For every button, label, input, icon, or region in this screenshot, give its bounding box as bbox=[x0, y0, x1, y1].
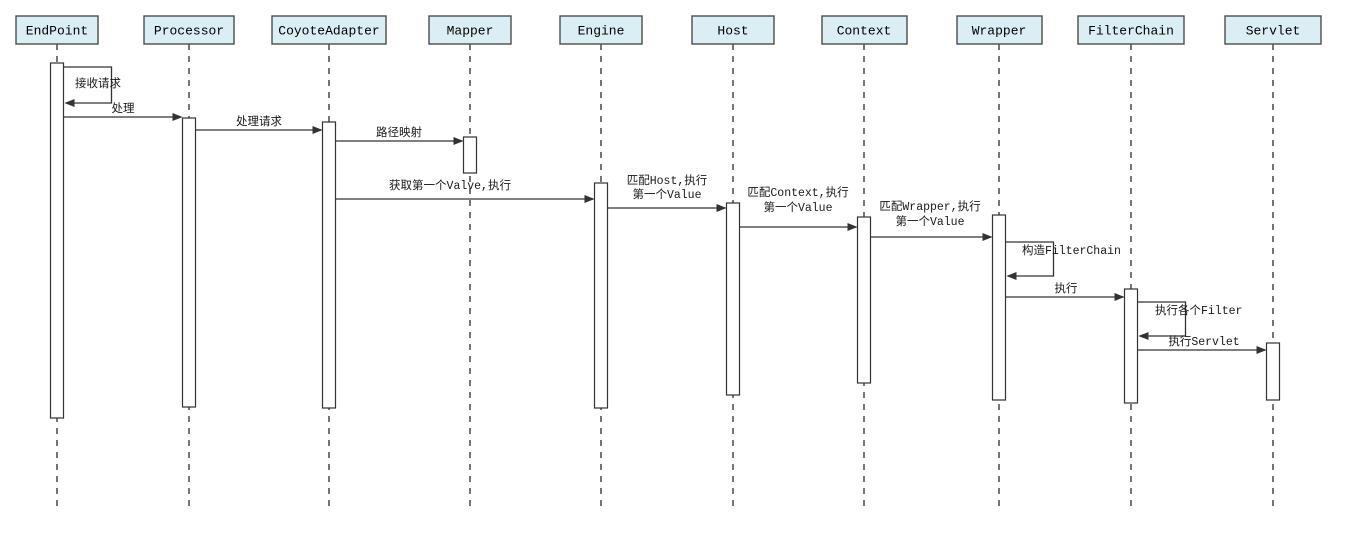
activation-bar-host bbox=[725, 202, 741, 396]
message-label-m4: 路径映射 bbox=[376, 125, 422, 140]
self-message-line-m9 bbox=[1005, 241, 1055, 280]
message-m9: 构造FilterChain bbox=[1005, 241, 1121, 280]
participant-mapper[interactable]: Mapper bbox=[428, 15, 512, 45]
self-message-line-m11 bbox=[1137, 301, 1187, 340]
message-label-m7-line1: 匹配Context,执行 bbox=[747, 185, 848, 200]
participant-filterchain[interactable]: FilterChain bbox=[1077, 15, 1185, 45]
participant-box-mapper bbox=[428, 15, 512, 45]
participant-label-engine: Engine bbox=[578, 23, 625, 38]
message-m11: 执行各个Filter bbox=[1137, 301, 1242, 340]
message-m2: 处理 bbox=[63, 102, 183, 121]
participant-coyoteadapter[interactable]: CoyoteAdapter bbox=[271, 15, 387, 45]
participant-box-endpoint bbox=[15, 15, 99, 45]
activation-bar-wrapper bbox=[991, 214, 1007, 401]
activation-bar-engine bbox=[593, 182, 609, 409]
participant-box-coyoteadapter bbox=[271, 15, 387, 45]
participant-label-wrapper: Wrapper bbox=[972, 23, 1027, 38]
message-label-m6-line1: 匹配Host,执行 bbox=[627, 173, 708, 188]
message-m12: 执行Servlet bbox=[1137, 334, 1267, 354]
activation-bar-coyoteadapter bbox=[321, 121, 337, 409]
participant-box-servlet bbox=[1224, 15, 1322, 45]
participant-box-filterchain bbox=[1077, 15, 1185, 45]
participant-box-host bbox=[691, 15, 775, 45]
participant-wrapper[interactable]: Wrapper bbox=[956, 15, 1043, 45]
participant-context[interactable]: Context bbox=[821, 15, 908, 45]
participant-label-mapper: Mapper bbox=[447, 23, 494, 38]
participant-servlet[interactable]: Servlet bbox=[1224, 15, 1322, 45]
self-message-line-m1 bbox=[63, 66, 113, 107]
participant-processor[interactable]: Processor bbox=[143, 15, 235, 45]
message-label-m2: 处理 bbox=[112, 102, 135, 116]
participant-host[interactable]: Host bbox=[691, 15, 775, 45]
message-label-m11: 执行各个Filter bbox=[1155, 303, 1242, 318]
participant-label-endpoint: EndPoint bbox=[26, 23, 88, 38]
message-label-m7-line2: 第一个Value bbox=[763, 200, 832, 215]
participant-endpoint[interactable]: EndPoint bbox=[15, 15, 99, 45]
participant-label-context: Context bbox=[837, 23, 892, 38]
activation-bar-servlet bbox=[1265, 342, 1281, 401]
message-label-m12: 执行Servlet bbox=[1168, 334, 1239, 349]
message-label-m9: 构造FilterChain bbox=[1022, 243, 1121, 258]
participant-box-processor bbox=[143, 15, 235, 45]
participant-label-filterchain: FilterChain bbox=[1088, 23, 1174, 38]
participant-box-wrapper bbox=[956, 15, 1043, 45]
message-label-m1: 接收请求 bbox=[75, 76, 121, 91]
activation-bar-mapper bbox=[462, 136, 478, 174]
activation-bar-processor bbox=[181, 117, 197, 408]
message-label-m5: 获取第一个Valve,执行 bbox=[389, 178, 511, 193]
message-label-m8-line1: 匹配Wrapper,执行 bbox=[879, 199, 980, 214]
participant-engine[interactable]: Engine bbox=[559, 15, 643, 45]
message-m3: 处理请求 bbox=[195, 115, 323, 134]
activation-bar-context bbox=[856, 216, 872, 384]
participant-label-host: Host bbox=[717, 23, 748, 38]
message-label-m3: 处理请求 bbox=[236, 115, 282, 129]
participant-label-processor: Processor bbox=[154, 23, 224, 38]
message-label-m10: 执行 bbox=[1055, 281, 1078, 296]
messages-layer: 接收请求处理处理请求路径映射获取第一个Valve,执行匹配Host,执行第一个V… bbox=[63, 66, 1267, 354]
message-m1: 接收请求 bbox=[63, 66, 121, 107]
participants-layer: EndPoint Processor CoyoteAdapter Mapper Engi… bbox=[15, 15, 1322, 45]
message-m5: 获取第一个Valve,执行 bbox=[335, 178, 595, 203]
message-m4: 路径映射 bbox=[335, 125, 464, 145]
activations-layer bbox=[49, 62, 1281, 419]
message-label-m6-line2: 第一个Value bbox=[632, 187, 701, 202]
activation-bar-endpoint bbox=[49, 62, 65, 419]
participant-label-servlet: Servlet bbox=[1246, 23, 1301, 38]
participant-box-context bbox=[821, 15, 908, 45]
participant-label-coyoteadapter: CoyoteAdapter bbox=[278, 23, 379, 38]
participant-box-engine bbox=[559, 15, 643, 45]
lifelines-layer bbox=[56, 44, 1274, 507]
message-m10: 执行 bbox=[1005, 281, 1125, 301]
activation-bar-filterchain bbox=[1123, 288, 1139, 404]
message-label-m8-line2: 第一个Value bbox=[895, 214, 964, 229]
